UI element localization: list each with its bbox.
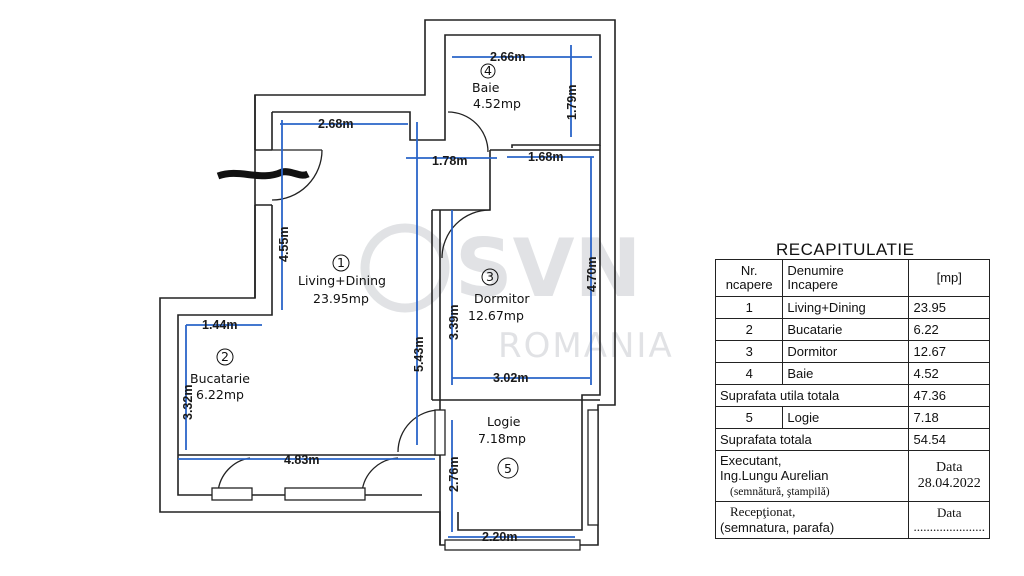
dimension-labels: 2.66m 1.79m 2.68m 1.78m 1.68m 4.55m 5.43… xyxy=(181,50,599,544)
table-row: 4 Baie 4.52 xyxy=(714,362,990,385)
recap-header-unit: [mp] xyxy=(908,259,990,297)
dim-baie-width: 2.66m xyxy=(490,50,525,64)
room-1-number: 1 xyxy=(337,255,345,270)
floor-plan: SVN ROMANIA xyxy=(159,19,674,551)
dimension-lines xyxy=(178,45,594,538)
recap-cell-area: 6.22 xyxy=(908,318,990,341)
recap-cell-nr: 5 xyxy=(714,406,784,429)
dim-dorm-inner: 3.39m xyxy=(447,305,461,340)
room-1-name: Living+Dining xyxy=(298,273,386,288)
watermark-logo: SVN xyxy=(455,222,641,315)
room-5-number: 5 xyxy=(504,461,512,476)
recap-title: RECAPITULATIE xyxy=(776,240,915,259)
recap-total-value: 54.54 xyxy=(908,428,990,451)
recap-cell-nr: 4 xyxy=(714,362,784,385)
recap-header-nr: Nr.ncapere xyxy=(714,259,784,297)
room-3-name: Dormitor xyxy=(474,291,530,306)
recap-util-value: 47.36 xyxy=(908,384,990,407)
recap-cell-name: Bucatarie xyxy=(782,318,910,341)
recap-cell-name: Logie xyxy=(782,406,910,429)
room-4-area: 4.52mp xyxy=(473,96,521,111)
table-row: 1 Living+Dining 23.95 xyxy=(714,296,990,319)
dim-logie-bottom: 2.20m xyxy=(482,530,517,544)
room-3-marker xyxy=(481,268,499,286)
dim-dorm-right: 4.70m xyxy=(585,257,599,292)
recap-cell-name: Dormitor xyxy=(782,340,910,363)
recap-total-label: Suprafata totala xyxy=(714,428,910,451)
table-row: 3 Dormitor 12.67 xyxy=(714,340,990,363)
watermark-sub: ROMANIA xyxy=(498,326,674,366)
recap-cell-name: Living+Dining xyxy=(782,296,910,319)
room-2-marker xyxy=(216,348,234,366)
walls xyxy=(159,19,616,546)
dim-kitchen-bottom: 4.83m xyxy=(284,453,319,467)
dim-kitchen-top: 1.44m xyxy=(202,318,237,332)
recap-executant: Executant, Ing.Lungu Aurelian (semnătură… xyxy=(714,450,910,502)
dim-baie-height: 1.79m xyxy=(565,85,579,120)
room-1-marker xyxy=(332,254,350,272)
table-row: 2 Bucatarie 6.22 xyxy=(714,318,990,341)
dim-logie-left: 2.76m xyxy=(447,457,461,492)
watermark: SVN ROMANIA xyxy=(360,222,674,366)
room-5-name: Logie xyxy=(487,414,521,429)
dim-living-left: 4.55m xyxy=(277,227,291,262)
room-1-area: 23.95mp xyxy=(313,291,369,306)
room-3-area: 12.67mp xyxy=(468,308,524,323)
recap-util-label: Suprafata utila totala xyxy=(714,384,910,407)
recap-cell-nr: 3 xyxy=(714,340,784,363)
recap-cell-area: 4.52 xyxy=(908,362,990,385)
room-3-number: 3 xyxy=(486,269,494,284)
recap-cell-area: 23.95 xyxy=(908,296,990,319)
dim-living-right: 5.43m xyxy=(412,337,426,372)
recap-cell-area: 7.18 xyxy=(908,406,990,429)
recap-receptionat-row: Recepţionat, (semnatura, parafa) Data...… xyxy=(714,501,990,539)
recap-cell-nr: 1 xyxy=(714,296,784,319)
room-2-area: 6.22mp xyxy=(196,387,244,402)
table-row: 5 Logie 7.18 xyxy=(714,406,990,429)
recap-cell-nr: 2 xyxy=(714,318,784,341)
recap-receptionat: Recepţionat, (semnatura, parafa) xyxy=(714,501,910,539)
room-4-name: Baie xyxy=(472,80,500,95)
room-4-marker xyxy=(480,63,496,79)
dim-hall: 1.78m xyxy=(432,154,467,168)
room-5-marker xyxy=(497,457,519,479)
dim-dorm-bottom: 3.02m xyxy=(493,371,528,385)
watermark-ring xyxy=(360,223,450,313)
recap-util-row: Suprafata utila totala 47.36 xyxy=(714,384,990,407)
dim-kitchen-left: 3.32m xyxy=(181,385,195,420)
recap-executant-row: Executant, Ing.Lungu Aurelian (semnătură… xyxy=(714,450,990,502)
windows xyxy=(211,409,599,551)
recap-data2: Data...................... xyxy=(908,501,990,539)
recap-cell-area: 12.67 xyxy=(908,340,990,363)
recap-total-row: Suprafata totala 54.54 xyxy=(714,428,990,451)
room-5-area: 7.18mp xyxy=(478,431,526,446)
dim-living-top: 2.68m xyxy=(318,117,353,131)
room-labels: 1 Living+Dining 23.95mp 2 Bucatarie 6.22… xyxy=(190,63,530,479)
room-2-number: 2 xyxy=(221,349,229,364)
room-4-number: 4 xyxy=(484,63,492,78)
room-2-name: Bucatarie xyxy=(190,371,250,386)
recap-cell-name: Baie xyxy=(782,362,910,385)
entrance-scribble xyxy=(216,168,310,180)
dim-dorm-top: 1.68m xyxy=(528,150,563,164)
